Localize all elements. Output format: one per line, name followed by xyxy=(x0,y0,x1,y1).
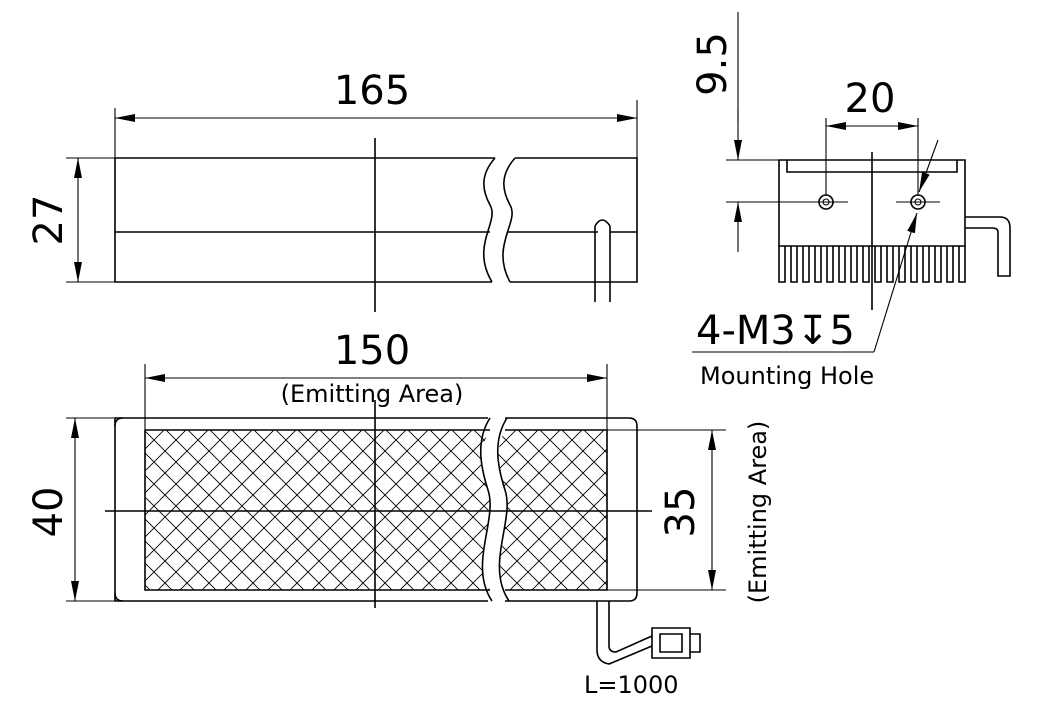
mounting-hole-label: Mounting Hole xyxy=(700,362,874,390)
length-dimension: 165 xyxy=(334,68,410,114)
height-dimension: 27 xyxy=(26,195,72,246)
emit-length-dimension: 150 xyxy=(334,328,410,374)
front-view: L=1000 150 (Emitting Area) 40 35 (Emitti… xyxy=(26,328,772,699)
emit-width-dimension: 35 xyxy=(658,487,704,538)
offset-dimension: 9.5 xyxy=(690,32,736,96)
width-dimension: 40 xyxy=(26,487,72,538)
hole-spacing-dimension: 20 xyxy=(845,76,896,122)
emit-length-label: (Emitting Area) xyxy=(281,380,464,408)
hole-spec-label: 4-M3↧5 xyxy=(696,308,855,354)
cable-length-label: L=1000 xyxy=(584,671,679,699)
top-view: 165 27 xyxy=(26,68,638,312)
emit-width-label: (Emitting Area) xyxy=(744,421,772,604)
side-view: 9.5 20 4-M3↧5 Mounting Hole xyxy=(690,12,1011,390)
